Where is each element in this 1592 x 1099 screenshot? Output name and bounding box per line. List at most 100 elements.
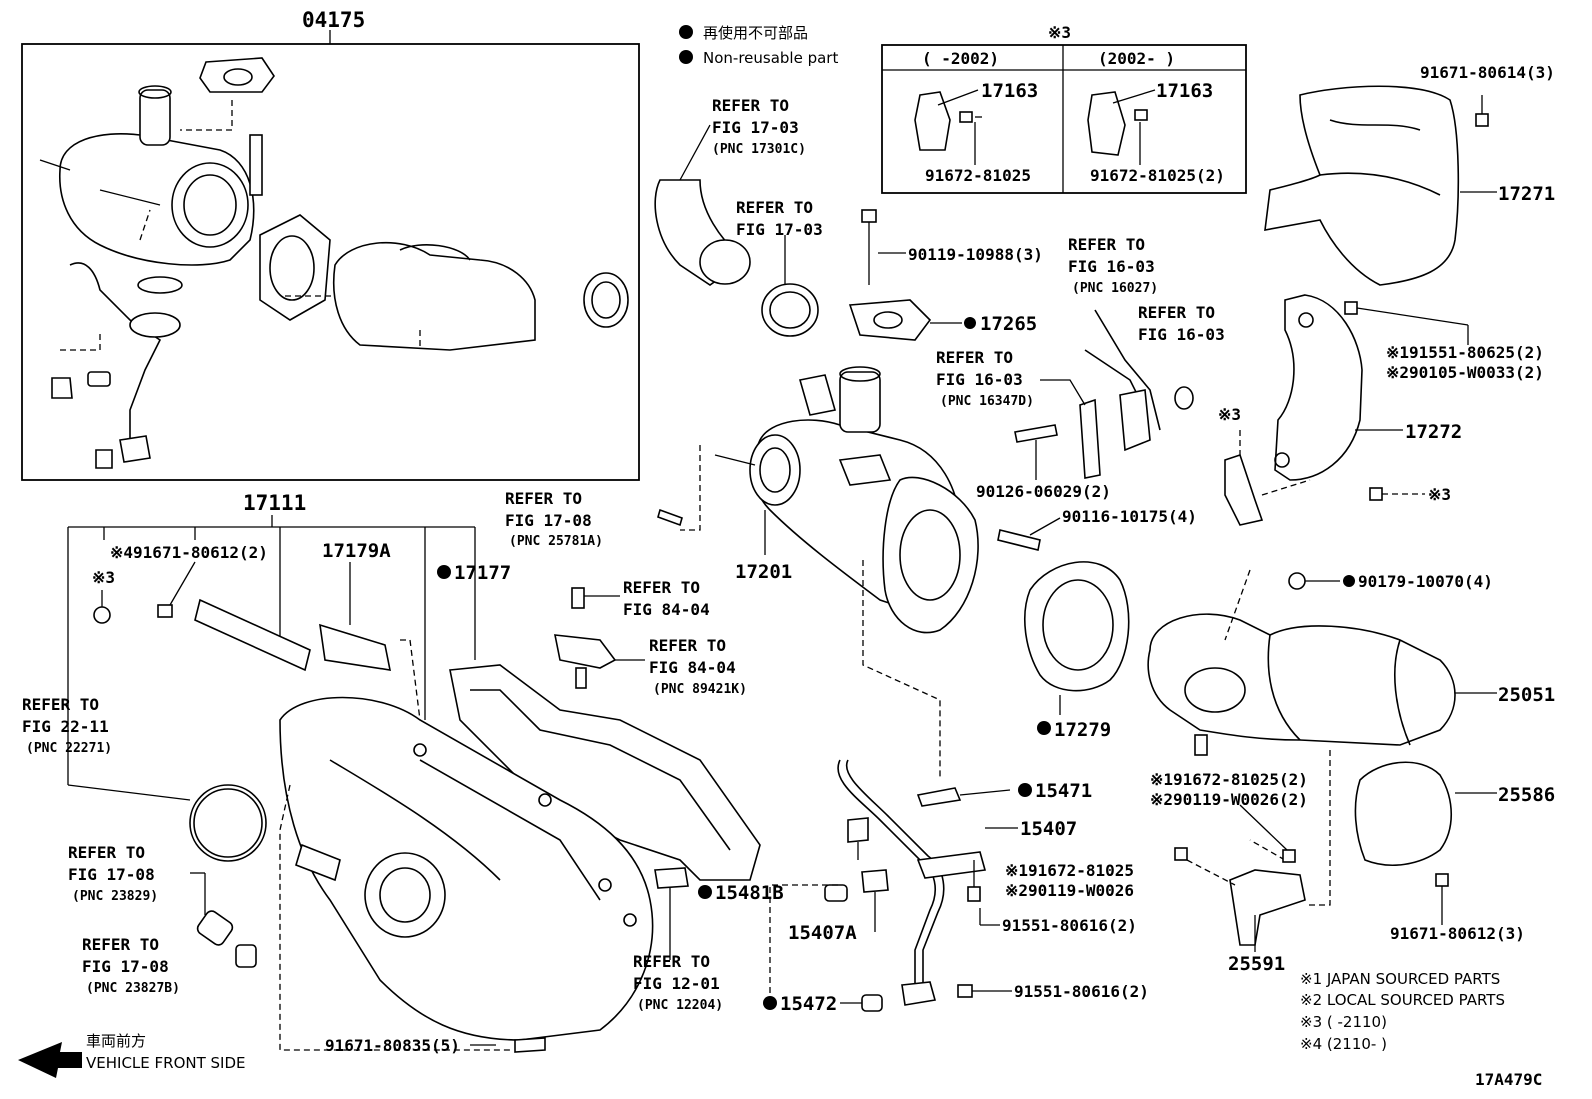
label-17201: 17201 [735,561,792,583]
svg-text:REFER TO: REFER TO [1068,235,1145,254]
gasket-22271-sketch [189,784,267,862]
label-91551-80625: ※191551-80625(2) [1386,343,1544,362]
insulator-17111-sketch [194,598,311,672]
front-en: VEHICLE FRONT SIDE [86,1054,246,1072]
label-90119-w0026-2: ※290119-W0026(2) [1150,790,1308,809]
insulator-25586-sketch [1354,761,1453,866]
svg-text:FIG 84-04: FIG 84-04 [649,658,736,677]
svg-text:(PNC 23829): (PNC 23829) [72,889,158,904]
svg-text:(PNC 16027): (PNC 16027) [1072,281,1158,296]
variant-col1-header: ( -2002) [922,49,999,68]
nut-mark3-left [93,606,111,624]
refer-to-16-03-b: REFER TO FIG 16-03 [1138,303,1225,344]
svg-text:FIG 17-03: FIG 17-03 [712,118,799,137]
non-reusable-dot-15472 [763,996,777,1010]
label-90105-w0033: ※290105-W0033(2) [1386,363,1544,382]
oil-line-16027 [1094,309,1161,431]
refer-to-16-03-c: REFER TO FIG 16-03 (PNC 16347D) [936,348,1034,409]
bolt-91671-80612-3 [1435,873,1449,887]
label-15472: 15472 [780,993,837,1015]
label-25586: 25586 [1498,784,1555,806]
svg-text:REFER TO: REFER TO [649,636,726,655]
svg-text:REFER TO: REFER TO [736,198,813,217]
svg-text:FIG 17-08: FIG 17-08 [82,957,169,976]
intake-manifold-17111-sketch [279,696,654,1041]
svg-text:FIG 16-03: FIG 16-03 [936,370,1023,389]
front-jp: 車両前方 [86,1032,146,1050]
label-mark3-bracket: ※3 [1218,405,1241,424]
gasket-16-03 [1174,386,1194,410]
label-15407a: 15407A [788,922,857,944]
non-reusable-dot-17279 [1037,721,1051,735]
oil-pipe-15407-sketch [837,759,936,990]
label-90119-w0026-mid: ※290119-W0026 [1005,881,1134,900]
label-90116-10175: 90116-10175(4) [1062,507,1197,526]
svg-text:(PNC 22271): (PNC 22271) [26,741,112,756]
svg-text:FIG 84-04: FIG 84-04 [623,600,710,619]
gasket-15471-sketch [916,787,962,807]
svg-text:FIG 16-03: FIG 16-03 [1138,325,1225,344]
svg-text:REFER TO: REFER TO [82,935,159,954]
svg-text:FIG 17-08: FIG 17-08 [68,865,155,884]
bolt-91671-80835 [514,1037,546,1053]
svg-text:REFER TO: REFER TO [712,96,789,115]
label-91672-81025-mid: ※191672-81025 [1005,861,1134,880]
union-15481b-sketch [824,884,848,902]
stud-90126-06029 [1014,424,1058,443]
label-25591: 25591 [1228,953,1285,975]
label-91671-80612-3: 91671-80612(3) [1390,924,1525,943]
label-91672-81025-new: 91672-81025(2) [1090,166,1225,185]
svg-text:REFER TO: REFER TO [505,489,582,508]
label-91551-80616-a: 91551-80616(2) [1002,916,1137,935]
refer-to-84-04-a: REFER TO FIG 84-04 [623,578,710,619]
legend-dot-en [679,50,693,64]
label-90119-10988: 90119-10988(3) [908,245,1043,264]
bolt-91551-80616-b [957,984,973,998]
label-91671-80835: 91671-80835(5) [325,1036,460,1055]
svg-text:(PNC 25781A): (PNC 25781A) [509,534,603,549]
label-mark3-left: ※3 [92,568,115,587]
legend-jp-text: 再使用不可部品 [703,24,808,42]
svg-text:(PNC 23827B): (PNC 23827B) [86,981,180,996]
heat-insulator-17271-sketch [1264,85,1460,286]
label-90126-06029: 90126-06029(2) [976,482,1111,501]
bolt-sensor-84-04 [571,587,585,609]
svg-text:FIG 22-11: FIG 22-11 [22,717,109,736]
label-91671-80612-2: ※491671-80612(2) [110,543,268,562]
refer-to-22-11: REFER TO FIG 22-11 (PNC 22271) [22,695,112,756]
label-91551-80616-b: 91551-80616(2) [1014,982,1149,1001]
refer-to-17-08-c: REFER TO FIG 17-08 (PNC 23827B) [82,935,180,996]
bolt-91671-80614 [1475,113,1489,127]
label-17265: 17265 [980,313,1037,335]
legend-dot-jp [679,25,693,39]
gasket-17265-sketch [848,299,932,341]
label-15407: 15407 [1020,818,1077,840]
legend-en-text: Non-reusable part [703,49,838,67]
label-17279: 17279 [1054,719,1111,741]
bolt-91672-81025-mid [967,886,981,902]
label-91671-80614: 91671-80614(3) [1420,63,1555,82]
refer-to-17-08-b: REFER TO FIG 17-08 (PNC 23829) [68,843,158,904]
gasket-17179a-sketch [319,623,392,671]
variant-col2-header: (2002- ) [1098,49,1175,68]
footnote-2: ※2 LOCAL SOURCED PARTS [1300,991,1505,1009]
label-17177: 17177 [454,562,511,584]
label-17271: 17271 [1498,183,1555,205]
gasket-15472-sketch [861,994,883,1012]
bolt-90119-10988 [861,209,877,223]
bracket-17163-sketch [1224,453,1264,526]
label-91672-81025-2: ※191672-81025(2) [1150,770,1308,789]
heat-insulator-17272-sketch [1274,294,1363,481]
svg-text:REFER TO: REFER TO [1138,303,1215,322]
label-17163-old: 17163 [981,80,1038,102]
turbocharger-assembly-sketch [39,57,629,469]
bolt-91671-80612-2 [157,604,173,618]
catalytic-converter-25051-sketch [1147,613,1456,756]
stud-90116-10175 [997,529,1041,551]
nut-90179-10070 [1288,572,1306,590]
svg-text:REFER TO: REFER TO [22,695,99,714]
svg-text:FIG 16-03: FIG 16-03 [1068,257,1155,276]
clip-25781a [657,508,683,527]
non-reusable-dot-17177 [437,565,451,579]
